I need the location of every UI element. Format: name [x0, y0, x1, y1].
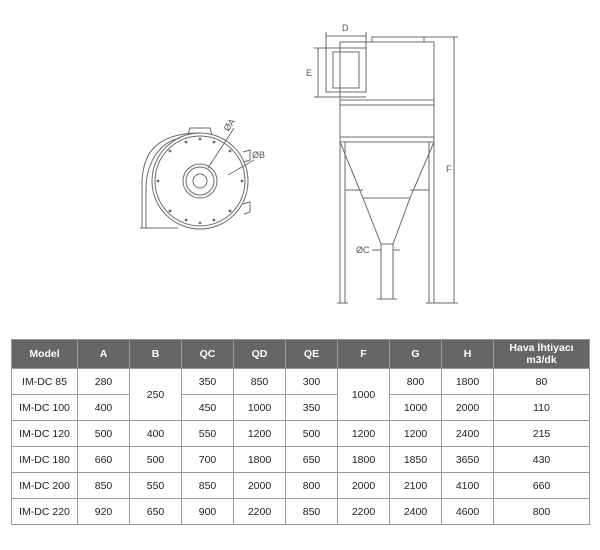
cell-f: 1200	[337, 420, 390, 447]
table-row: IM-DC 85 280 250 350 850 300 1000 800 18…	[11, 368, 590, 421]
cell-qc: 350	[181, 368, 234, 395]
label-f: F	[446, 164, 452, 174]
cell-g: 1200	[389, 420, 442, 447]
label-c: ØC	[356, 245, 370, 255]
cell-air: 430	[493, 446, 590, 473]
cell-a: 280	[77, 368, 130, 395]
cell-b: 400	[129, 420, 182, 447]
cell-b: 650	[129, 498, 182, 525]
table-header-row: Model A B QC QD QE F G H Hava İhtiyacı m…	[11, 339, 590, 369]
header-a: A	[77, 339, 130, 369]
cell-g: 1000	[389, 394, 442, 421]
spec-table: Model A B QC QD QE F G H Hava İhtiyacı m…	[11, 339, 590, 525]
technical-drawing: ØA ØB ØC D E F	[140, 23, 458, 304]
header-qc: QC	[181, 339, 234, 369]
label-a: ØA	[222, 117, 238, 133]
header-g: G	[389, 339, 442, 369]
cell-qe: 850	[285, 498, 338, 525]
header-b: B	[129, 339, 182, 369]
cell-a: 660	[77, 446, 130, 473]
cell-f: 1000	[337, 368, 390, 421]
cell-qd: 2200	[233, 498, 286, 525]
cell-g: 2400	[389, 498, 442, 525]
cell-h: 4600	[441, 498, 494, 525]
cell-f: 2000	[337, 472, 390, 499]
table-row: IM-DC 120 500 400 550 1200 500 1200 1200…	[11, 420, 590, 447]
outlet-pipe	[380, 243, 394, 300]
cell-air: 110	[493, 394, 590, 421]
cell-air: 215	[493, 420, 590, 447]
cell-h: 1800	[441, 368, 494, 395]
cell-model: IM-DC 220	[11, 498, 78, 525]
cell-qd: 1800	[233, 446, 286, 473]
cell-a: 500	[77, 420, 130, 447]
cell-qe: 800	[285, 472, 338, 499]
cell-model: IM-DC 200	[11, 472, 78, 499]
header-qd: QD	[233, 339, 286, 369]
table-row: IM-DC 100 400 450 1000 350 1000 2000 110	[11, 394, 590, 421]
cell-qe: 350	[285, 394, 338, 421]
cell-qe: 650	[285, 446, 338, 473]
cell-model: IM-DC 180	[11, 446, 78, 473]
cell-qd: 2000	[233, 472, 286, 499]
label-e: E	[306, 68, 312, 78]
cell-h: 3650	[441, 446, 494, 473]
outlet-tube	[182, 163, 218, 199]
inlet-scroll	[141, 132, 201, 229]
side-view	[314, 32, 458, 304]
cell-qd: 1000	[233, 394, 286, 421]
cell-b: 550	[129, 472, 182, 499]
cell-h: 2400	[441, 420, 494, 447]
header-air: Hava İhtiyacı m3/dk	[493, 339, 590, 369]
cell-model: IM-DC 120	[11, 420, 78, 447]
label-d: D	[342, 23, 349, 33]
cell-h: 2000	[441, 394, 494, 421]
header-f: F	[337, 339, 390, 369]
header-h: H	[441, 339, 494, 369]
table-row: IM-DC 220 920 650 900 2200 850 2200 2400…	[11, 498, 590, 525]
top-view	[140, 127, 255, 230]
cell-b: 500	[129, 446, 182, 473]
cell-f: 2200	[337, 498, 390, 525]
cell-f: 1800	[337, 446, 390, 473]
cell-qe: 500	[285, 420, 338, 447]
cell-model: IM-DC 85	[11, 368, 78, 395]
cell-qc: 900	[181, 498, 234, 525]
cell-qe: 300	[285, 368, 338, 395]
cell-qc: 550	[181, 420, 234, 447]
cell-a: 920	[77, 498, 130, 525]
cell-air: 800	[493, 498, 590, 525]
cell-model: IM-DC 100	[11, 394, 78, 421]
cell-air: 660	[493, 472, 590, 499]
cell-a: 850	[77, 472, 130, 499]
cell-a: 400	[77, 394, 130, 421]
cell-g: 1850	[389, 446, 442, 473]
cell-h: 4100	[441, 472, 494, 499]
cell-g: 2100	[389, 472, 442, 499]
inlet-box	[325, 47, 367, 93]
cell-qc: 700	[181, 446, 234, 473]
top-view-body	[151, 132, 249, 230]
cell-qd: 1200	[233, 420, 286, 447]
cell-g: 800	[389, 368, 442, 395]
label-b: ØB	[252, 150, 265, 160]
cell-qc: 450	[181, 394, 234, 421]
table-row: IM-DC 180 660 500 700 1800 650 1800 1850…	[11, 446, 590, 473]
cell-b: 250	[129, 368, 182, 421]
cell-qc: 850	[181, 472, 234, 499]
header-model: Model	[11, 339, 78, 369]
table-row: IM-DC 200 850 550 850 2000 800 2000 2100…	[11, 472, 590, 499]
header-qe: QE	[285, 339, 338, 369]
cell-air: 80	[493, 368, 590, 395]
cell-qd: 850	[233, 368, 286, 395]
